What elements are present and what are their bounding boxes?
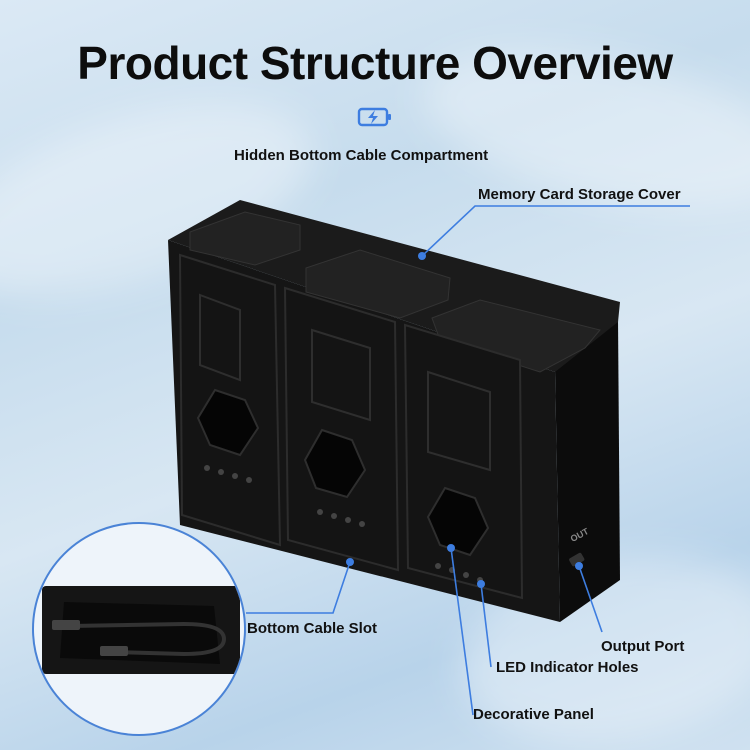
label-output-port: Output Port [601, 638, 685, 655]
label-hidden-bottom-cable: Hidden Bottom Cable Compartment [234, 147, 489, 164]
label-decorative-panel: Decorative Panel [473, 706, 594, 723]
label-memory-card-cover: Memory Card Storage Cover [478, 186, 681, 203]
page-title: Product Structure Overview [77, 37, 673, 89]
battery-charging-icon [357, 107, 391, 127]
cable-slot-inset [32, 522, 246, 736]
label-led-indicator-holes: LED Indicator Holes [496, 659, 639, 676]
label-bottom-cable-slot: Bottom Cable Slot [247, 620, 377, 637]
